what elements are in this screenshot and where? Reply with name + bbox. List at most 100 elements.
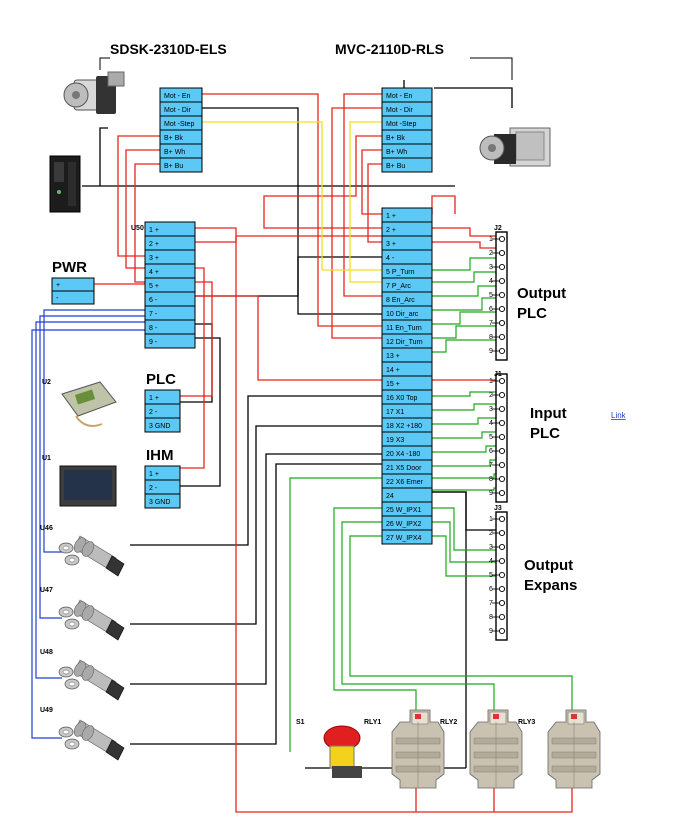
ref-j3: J3 <box>494 505 502 512</box>
terminal-cell <box>144 333 196 349</box>
connector-pin <box>498 263 506 271</box>
terminal-cell <box>144 417 181 433</box>
terminal-label: 4 + <box>149 269 159 276</box>
output-expans-label-line1: Output <box>524 557 573 574</box>
connector-pin-number: 3 <box>489 264 493 271</box>
terminal-label: 3 + <box>386 241 396 248</box>
terminal-label: 18 X2 +180 <box>386 423 422 430</box>
connector-pin <box>498 489 506 497</box>
terminal-label: 1 + <box>149 227 159 234</box>
connector-pin <box>498 235 506 243</box>
ref-rly3: RLY3 <box>518 719 535 726</box>
terminal-label: 19 X3 <box>386 437 404 444</box>
connector-pin <box>498 585 506 593</box>
terminal-label: 7 - <box>149 311 158 318</box>
connector-pin <box>498 391 506 399</box>
connector-pin <box>498 433 506 441</box>
ref-u47: U47 <box>40 587 53 594</box>
connector-pin-number: 2 <box>489 392 493 399</box>
terminal-label: + <box>56 282 60 289</box>
terminal-label: 4 - <box>386 255 395 262</box>
connector-pin-number: 1 <box>489 516 493 523</box>
driver-unit-icon <box>49 155 81 213</box>
ref-u50: U50 <box>131 225 144 232</box>
terminal-label: 8 En_Arc <box>386 297 415 304</box>
connector-pin <box>498 557 506 565</box>
terminal-label: B+ Bk <box>164 135 183 142</box>
connector-pin-number: 4 <box>489 278 493 285</box>
output-plc-label-line1: Output <box>517 285 566 302</box>
terminal-label: 2 + <box>149 241 159 248</box>
terminal-label: 2 - <box>149 485 158 492</box>
pwr-label: PWR <box>52 259 87 276</box>
terminal-label: 8 - <box>149 325 158 332</box>
terminal-cell <box>381 157 433 173</box>
terminal-label: B+ Wh <box>164 149 185 156</box>
connector-pin-number: 2 <box>489 250 493 257</box>
connector-pin-number: 9 <box>489 490 493 497</box>
u50-terminal-block: 1 +2 +3 +4 +5 +6 -7 -8 -9 - <box>144 221 196 349</box>
terminal-label: 7 P_Arc <box>386 283 411 290</box>
connector-pin <box>498 627 506 635</box>
link[interactable]: Link <box>611 411 627 420</box>
terminal-cell <box>159 157 203 173</box>
connector-pin-number: 7 <box>489 462 493 469</box>
plc-label: PLC <box>146 371 176 388</box>
connector-pin <box>498 529 506 537</box>
terminal-label: 12 Dir_Turn <box>386 339 423 346</box>
hmi-panel-icon <box>59 465 117 507</box>
ref-u1: U1 <box>42 455 51 462</box>
terminal-label: Mot - Dir <box>386 107 414 114</box>
connector-pin-number: 9 <box>489 348 493 355</box>
terminal-label: 10 Dir_arc <box>386 311 419 318</box>
terminal-label: Mot - En <box>164 93 191 100</box>
ref-u46: U46 <box>40 525 53 532</box>
terminal-label: B+ Wh <box>386 149 407 156</box>
connector-pin <box>498 291 506 299</box>
connector-pin <box>498 319 506 327</box>
connector-pin-number: 5 <box>489 572 493 579</box>
ref-j1: J1 <box>494 371 502 378</box>
ref-j2: J2 <box>494 225 502 232</box>
terminal-label: - <box>56 295 59 302</box>
ref-s1: S1 <box>296 719 305 726</box>
terminal-label: 22 X6 Emer <box>386 479 424 486</box>
terminal-label: B+ Bu <box>164 163 183 170</box>
connector-pin-number: 7 <box>489 320 493 327</box>
connector-pin <box>498 475 506 483</box>
connector-pin-number: 8 <box>489 334 493 341</box>
connector-pin <box>498 599 506 607</box>
connector-pin <box>498 543 506 551</box>
terminal-label: 3 GND <box>149 423 170 430</box>
terminal-label: 9 - <box>149 339 158 346</box>
relay-icon <box>469 709 523 789</box>
terminal-label: 3 + <box>149 255 159 262</box>
connector-pin <box>498 347 506 355</box>
connector-pin-number: 8 <box>489 476 493 483</box>
connector-pin-number: 9 <box>489 628 493 635</box>
proximity-sensor-icon <box>58 659 125 701</box>
connector-pin <box>498 249 506 257</box>
connector-pin <box>498 405 506 413</box>
connector-pin-number: 4 <box>489 558 493 565</box>
proximity-sensor-icon <box>58 719 125 761</box>
connector-pin <box>498 461 506 469</box>
ref-u48: U48 <box>40 649 53 656</box>
terminal-label: 27 W_IPX4 <box>386 535 422 542</box>
terminal-label: B+ Bk <box>386 135 405 142</box>
relay-icon <box>391 709 445 789</box>
connector-pin-number: 6 <box>489 586 493 593</box>
terminal-label: 5 P_Turn <box>386 269 415 276</box>
terminal-label: 14 + <box>386 367 400 374</box>
driver2-title: MVC-2110D-RLS <box>335 41 444 57</box>
terminal-label: 24 <box>386 493 394 500</box>
terminal-label: 3 GND <box>149 499 170 506</box>
terminal-label: 16 X0 Top <box>386 395 418 402</box>
connector-pin-number: 2 <box>489 530 493 537</box>
input-plc-label-line1: Input <box>530 405 567 422</box>
terminal-label: Mot -Step <box>386 121 416 128</box>
